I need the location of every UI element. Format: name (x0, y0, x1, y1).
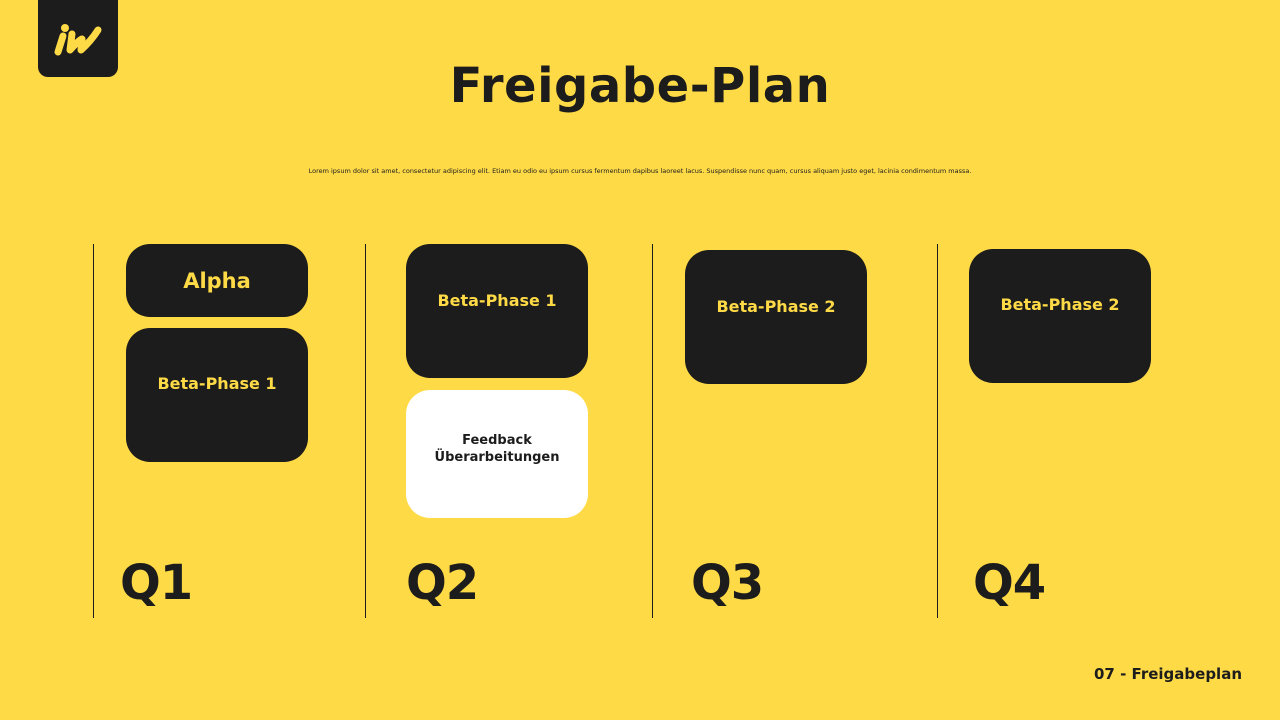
card-label: Alpha (183, 268, 251, 293)
card-q2-beta-phase-1: Beta-Phase 1 (406, 244, 588, 378)
card-q1-alpha: Alpha (126, 244, 308, 317)
footer-page-label: 07 - Freigabeplan (1094, 665, 1242, 683)
card-q2-feedback: Feedback Überarbeitungen (406, 390, 588, 518)
quarter-label-q1: Q1 (120, 555, 193, 611)
page-title: Freigabe-Plan (449, 58, 831, 114)
card-label: Feedback Überarbeitungen (434, 433, 560, 465)
quarter-divider-q4 (937, 244, 938, 618)
card-q4-beta-phase-2: Beta-Phase 2 (969, 249, 1151, 383)
quarter-divider-q1 (93, 244, 94, 618)
quarter-divider-q3 (652, 244, 653, 618)
quarter-label-q4: Q4 (973, 555, 1046, 611)
quarter-divider-q2 (365, 244, 366, 618)
card-q1-beta-phase-1: Beta-Phase 1 (126, 328, 308, 462)
card-q3-beta-phase-2: Beta-Phase 2 (685, 250, 867, 384)
logo (38, 0, 118, 77)
card-label: Beta-Phase 1 (437, 291, 557, 310)
quarter-label-q3: Q3 (691, 555, 764, 611)
page-subtitle: Lorem ipsum dolor sit amet, consectetur … (308, 167, 972, 175)
iw-logo-icon (54, 23, 102, 55)
card-label: Beta-Phase 1 (157, 374, 277, 393)
card-label: Beta-Phase 2 (716, 297, 836, 316)
quarter-label-q2: Q2 (406, 555, 479, 611)
card-label: Beta-Phase 2 (1000, 295, 1120, 314)
